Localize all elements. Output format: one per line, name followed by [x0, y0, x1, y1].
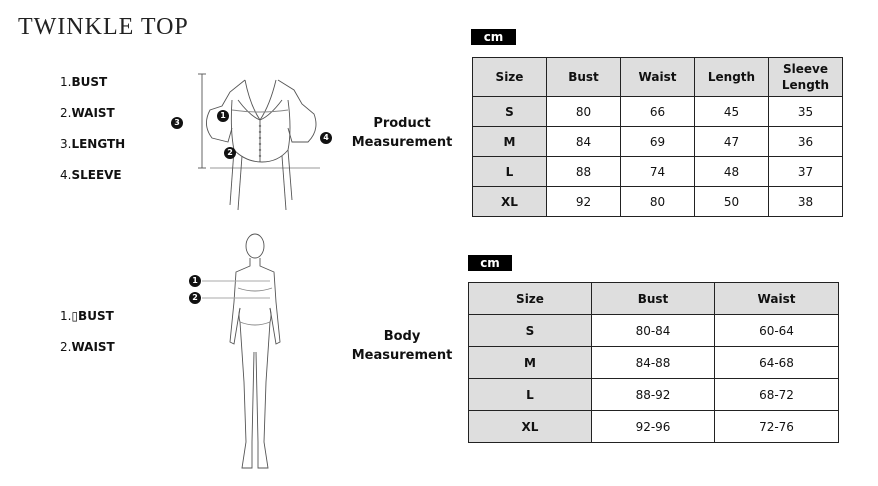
cell: 37	[768, 156, 843, 187]
product-unit-badge: cm	[471, 29, 516, 45]
cell-size: XL	[472, 186, 547, 217]
cell: 92-96	[591, 410, 715, 443]
table-row: M 84-88 64-68	[468, 346, 839, 379]
product-measurement-table: Size Bust Waist Length Sleeve Length S 8…	[472, 57, 843, 217]
cell: 50	[694, 186, 769, 217]
table-row: S 80 66 45 35	[472, 96, 843, 127]
product-measurement-title: Product Measurement	[351, 116, 453, 150]
brand-title: TWINKLE TOP	[18, 14, 189, 40]
header-waist: Waist	[620, 57, 695, 97]
body-measurement-table: Size Bust Waist S 80-84 60-64 M 84-88 64…	[468, 282, 839, 443]
cell: 74	[620, 156, 695, 187]
legend-item-body-bust: 1.▯BUST	[60, 309, 114, 323]
cell: 84	[546, 126, 621, 157]
body-unit-badge: cm	[468, 255, 512, 271]
legend-item-bust: 1.BUST	[60, 75, 108, 89]
body-figure-sketch	[202, 233, 281, 469]
body-legend: 1.▯BUST 2.WAIST	[60, 308, 115, 370]
cell: 47	[694, 126, 769, 157]
cell: 69	[620, 126, 695, 157]
header-bust: Bust	[591, 282, 715, 315]
cell: 80-84	[591, 314, 715, 347]
marker-sleeve: 4	[320, 132, 332, 144]
header-waist: Waist	[714, 282, 839, 315]
cell: 72-76	[714, 410, 839, 443]
cell: 80	[546, 96, 621, 127]
cell: 68-72	[714, 378, 839, 411]
cell: 36	[768, 126, 843, 157]
cell: 45	[694, 96, 769, 127]
header-size: Size	[468, 282, 592, 315]
marker-body-waist: 2	[189, 292, 201, 304]
cell: 64-68	[714, 346, 839, 379]
table-row: XL 92-96 72-76	[468, 410, 839, 443]
table-header-row: Size Bust Waist	[468, 282, 839, 315]
cell: 88	[546, 156, 621, 187]
cell: 92	[546, 186, 621, 217]
marker-bust: 1	[217, 110, 229, 122]
cell: 35	[768, 96, 843, 127]
legend-item-length: 3.LENGTH	[60, 137, 126, 151]
legend-item-sleeve: 4.SLEEVE	[60, 168, 122, 182]
cell: 88-92	[591, 378, 715, 411]
table-row: L 88-92 68-72	[468, 378, 839, 411]
cell: 48	[694, 156, 769, 187]
header-length: Length	[694, 57, 769, 97]
table-row: M 84 69 47 36	[472, 126, 843, 157]
legend-item-waist: 2.WAIST	[60, 106, 115, 120]
cell-size: M	[472, 126, 547, 157]
table-row: L 88 74 48 37	[472, 156, 843, 187]
table-row: XL 92 80 50 38	[472, 186, 843, 217]
header-size: Size	[472, 57, 547, 97]
cell: 84-88	[591, 346, 715, 379]
legend-item-body-waist: 2.WAIST	[60, 340, 115, 354]
product-legend: 1.BUST 2.WAIST 3.LENGTH 4.SLEEVE	[60, 74, 125, 198]
cell-size: L	[472, 156, 547, 187]
header-bust: Bust	[546, 57, 621, 97]
marker-waist: 2	[224, 147, 236, 159]
cell-size: M	[468, 346, 592, 379]
body-measurement-title: Body Measurement	[351, 329, 453, 363]
table-row: S 80-84 60-64	[468, 314, 839, 347]
cell-size: XL	[468, 410, 592, 443]
cell: 60-64	[714, 314, 839, 347]
cell: 66	[620, 96, 695, 127]
cell: 38	[768, 186, 843, 217]
cell-size: L	[468, 378, 592, 411]
header-sleeve-length: Sleeve Length	[768, 57, 843, 97]
marker-body-bust: 1	[189, 275, 201, 287]
cell-size: S	[468, 314, 592, 347]
cell-size: S	[472, 96, 547, 127]
table-header-row: Size Bust Waist Length Sleeve Length	[472, 57, 843, 97]
garment-sketch	[198, 73, 320, 211]
marker-length: 3	[171, 117, 183, 129]
cell: 80	[620, 186, 695, 217]
